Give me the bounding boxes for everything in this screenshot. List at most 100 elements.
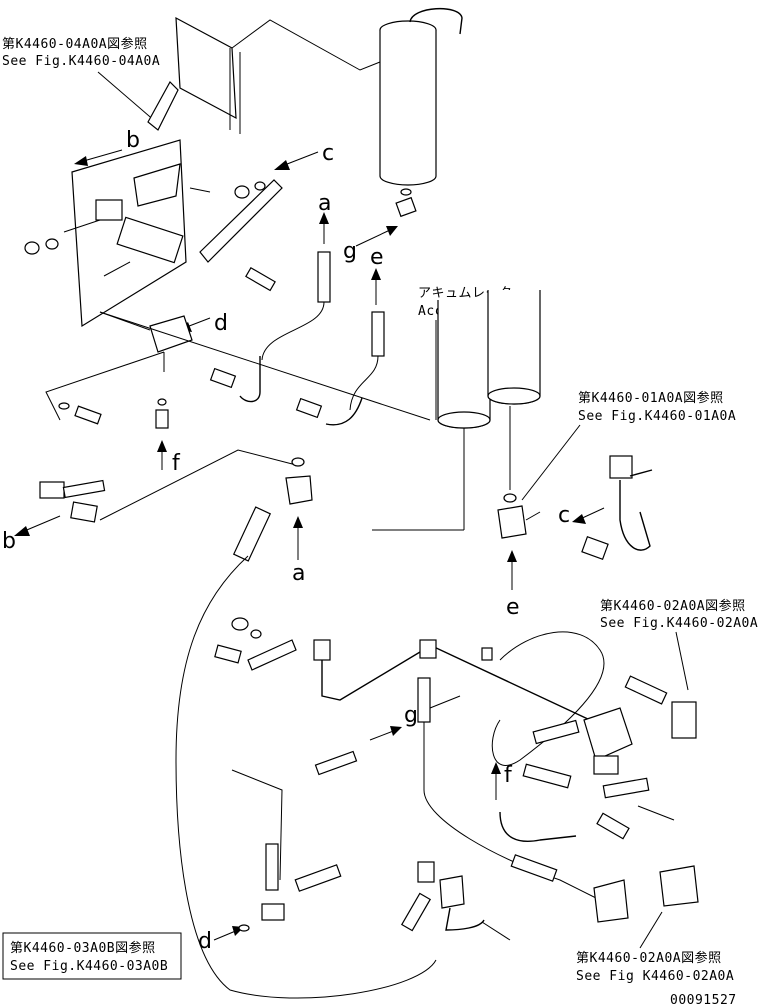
hose-loop <box>491 631 605 766</box>
arrow-e-top <box>371 268 381 305</box>
fitting <box>581 535 609 561</box>
hose-segment <box>510 854 558 882</box>
upper-panel <box>175 16 237 120</box>
connection-letter-g-top: g <box>343 239 357 264</box>
clamp-component <box>133 163 181 207</box>
guide-line <box>99 311 431 421</box>
hose-g <box>417 677 431 723</box>
washer <box>45 238 59 250</box>
leader-line <box>103 261 131 277</box>
lower-pipe-assembly <box>214 617 601 901</box>
ref-k4460-02a0a-top-jp: 第K4460-02A0A図参照 <box>600 598 746 614</box>
valve-block <box>659 865 699 907</box>
bottom-left-fittings <box>231 750 558 941</box>
connection-letter-b-top: b <box>126 128 140 153</box>
ref-k4460-01a0a-en: See Fig.K4460-01A0A <box>578 409 736 424</box>
right-middle-fittings <box>497 455 653 561</box>
connection-letter-a-bottom: a <box>292 561 305 586</box>
washer <box>250 629 262 639</box>
ref-k4460-02a0a-top: 第K4460-02A0A図参照 See Fig.K4460-02A0A <box>600 598 758 691</box>
bracket-tab <box>147 81 179 131</box>
bolt <box>214 644 242 664</box>
bolt <box>74 405 102 425</box>
connector-component <box>95 199 123 221</box>
leader-line <box>231 19 381 71</box>
connector <box>62 479 106 499</box>
pipe <box>619 480 651 551</box>
ref-k4460-04a0a: 第K4460-04A0A図参照 See Fig.K4460-04A0A <box>2 36 160 123</box>
connection-letter-d-top: d <box>214 311 228 336</box>
ref-k4460-02a0a-bottom-jp: 第K4460-02A0A図参照 <box>576 950 722 966</box>
check-valve <box>497 505 527 539</box>
cylinder-body <box>379 30 437 186</box>
ref-k4460-04a0a-en: See Fig.K4460-04A0A <box>2 54 160 69</box>
pressure-switch <box>609 455 633 479</box>
pipe-end-fitting <box>481 647 493 661</box>
leader-line <box>481 921 511 941</box>
cylinder-wire <box>409 7 463 35</box>
valve-fitting <box>285 475 313 505</box>
hose-segment <box>400 892 432 932</box>
hose <box>325 397 363 426</box>
valve-block <box>583 707 633 761</box>
tee-fitting <box>39 481 65 499</box>
accumulator-base-2 <box>487 387 541 405</box>
clamp-bracket <box>439 875 465 909</box>
clamp <box>313 639 331 661</box>
arrow-c-top <box>274 151 319 170</box>
fitting <box>596 812 630 840</box>
arrow-a-top <box>319 212 329 244</box>
connection-letter-e-top: e <box>370 245 384 270</box>
ref-k4460-02a0a-bottom-en: See Fig K4460-02A0A <box>576 969 734 984</box>
pipe-end <box>629 469 653 477</box>
tee-fitting <box>261 903 285 921</box>
washer <box>58 402 70 410</box>
leader-line <box>63 219 101 233</box>
leader-line <box>639 911 663 949</box>
arrow-f-left <box>157 440 167 470</box>
connector <box>525 511 541 521</box>
top-accumulator <box>231 7 463 218</box>
hose-end <box>265 843 279 891</box>
accumulator-body-1 <box>437 300 491 429</box>
connection-letter-c-top: c <box>322 141 334 166</box>
hose-loop <box>175 555 437 999</box>
o-ring <box>503 493 517 503</box>
leader-line <box>429 695 461 709</box>
hose-line <box>261 301 325 361</box>
block-component <box>116 216 184 264</box>
left-valve-group <box>45 311 363 429</box>
hose-segment <box>294 864 342 892</box>
ref-k4460-01a0a-jp: 第K4460-01A0A図参照 <box>578 390 724 406</box>
hose-e-top <box>371 311 385 357</box>
leader-line <box>231 769 283 881</box>
leader-line <box>521 424 581 501</box>
valve-body <box>593 755 619 775</box>
arrow-b-top <box>74 149 123 166</box>
valve-block <box>149 315 193 353</box>
steel-pipe <box>321 645 591 721</box>
arrow-g-top <box>355 226 398 247</box>
ref-k4460-03a0b-jp: 第K4460-03A0B図参照 <box>10 940 156 956</box>
hose-segment <box>624 675 668 705</box>
drawing-number: 00091527 <box>670 993 737 1008</box>
ref-k4460-03a0b-en: See Fig.K4460-03A0B <box>10 959 168 974</box>
connection-letter-a-top: a <box>318 191 331 216</box>
arrow-g-mid <box>369 726 402 741</box>
connection-letter-f-left: f <box>172 451 181 476</box>
ref-k4460-02a0a-bottom: 第K4460-02A0A図参照 See Fig K4460-02A0A <box>576 911 734 984</box>
ref-k4460-04a0a-jp: 第K4460-04A0A図参照 <box>2 36 148 52</box>
arrow-a-bottom <box>293 516 303 560</box>
o-ring <box>238 924 250 932</box>
washer <box>254 181 266 191</box>
mounting-bracket-assembly <box>24 16 283 328</box>
valve-block <box>593 879 629 923</box>
fitting <box>155 409 169 429</box>
pressure-switch <box>671 701 697 739</box>
connection-letter-g-mid: g <box>404 703 418 728</box>
fitting <box>395 196 417 218</box>
arrow-e-bottom <box>507 550 517 590</box>
bolt <box>245 266 276 292</box>
hose-line <box>349 355 379 411</box>
